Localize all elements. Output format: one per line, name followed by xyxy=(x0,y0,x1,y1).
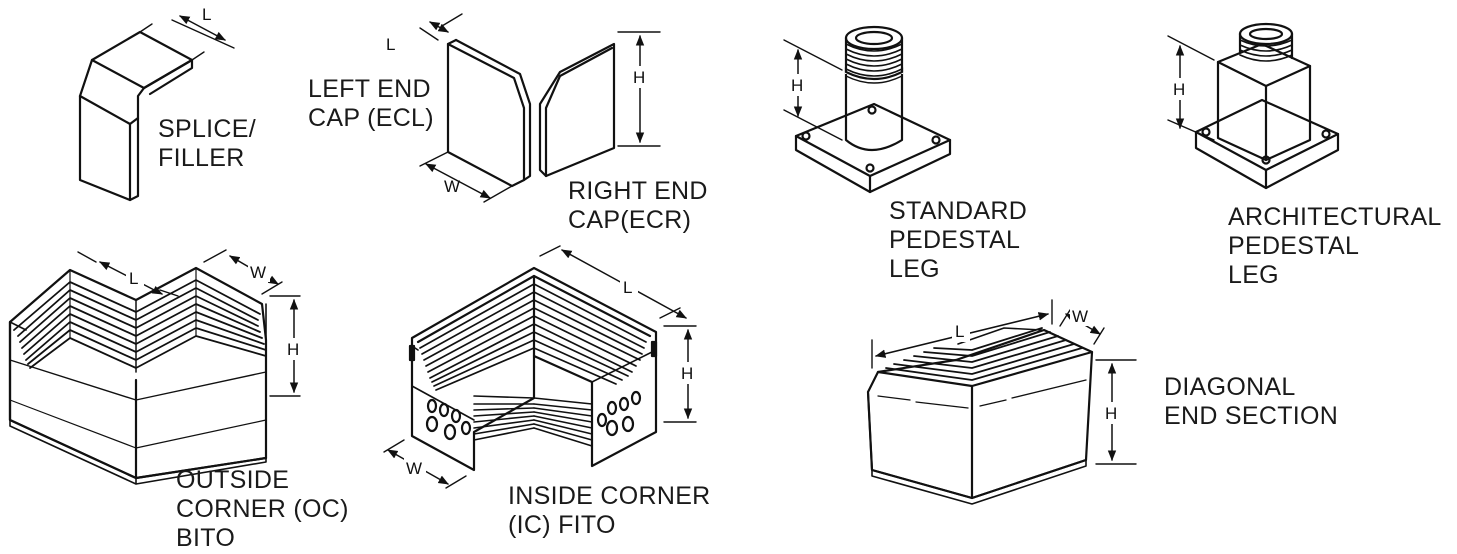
left-end-cap-drawing: L W xyxy=(386,13,532,203)
inside-corner-drawing: L H W xyxy=(383,245,698,489)
oc-height-label: H xyxy=(287,340,299,359)
diagonal-end-section-label: DIAGONAL END SECTION xyxy=(1164,373,1339,430)
ic-length-label: L xyxy=(623,278,632,297)
ecr-height-label: H xyxy=(633,68,645,87)
standard-pedestal-leg-drawing: H xyxy=(783,25,952,194)
standard-pedestal-leg-label: STANDARD PEDESTAL LEG xyxy=(889,197,1028,283)
splice-filler-drawing: L xyxy=(78,5,235,202)
ic-width-label: W xyxy=(406,459,422,478)
splice-length-label: L xyxy=(202,5,211,24)
architectural-leg-height-label: H xyxy=(1173,80,1185,99)
architectural-pedestal-leg-label: ARCHITECTURAL PEDESTAL LEG xyxy=(1228,203,1442,289)
diagonal-width-label: W xyxy=(1072,307,1088,326)
diagonal-height-label: H xyxy=(1105,404,1117,423)
outside-corner-drawing: L W H xyxy=(8,249,304,485)
ecl-width-label: W xyxy=(444,177,460,196)
right-end-cap-label: RIGHT END CAP(ECR) xyxy=(568,177,708,234)
inside-corner-label: INSIDE CORNER (IC) FITO xyxy=(508,482,711,539)
splice-filler-label: SPLICE/ FILLER xyxy=(158,115,256,172)
oc-length-label: L xyxy=(129,269,138,288)
standard-leg-height-label: H xyxy=(791,76,803,95)
right-end-cap-drawing: H xyxy=(538,31,661,178)
left-end-cap-label: LEFT END CAP (ECL) xyxy=(308,75,434,132)
oc-width-label: W xyxy=(250,263,266,282)
outside-corner-label: OUTSIDE CORNER (OC) BITO xyxy=(176,466,349,552)
diagonal-length-label: L xyxy=(955,322,964,341)
diagonal-end-section-drawing: L W H xyxy=(866,299,1137,505)
ic-height-label: H xyxy=(681,364,693,383)
architectural-pedestal-leg-drawing: H xyxy=(1167,22,1340,190)
ecl-length-label: L xyxy=(386,35,395,54)
